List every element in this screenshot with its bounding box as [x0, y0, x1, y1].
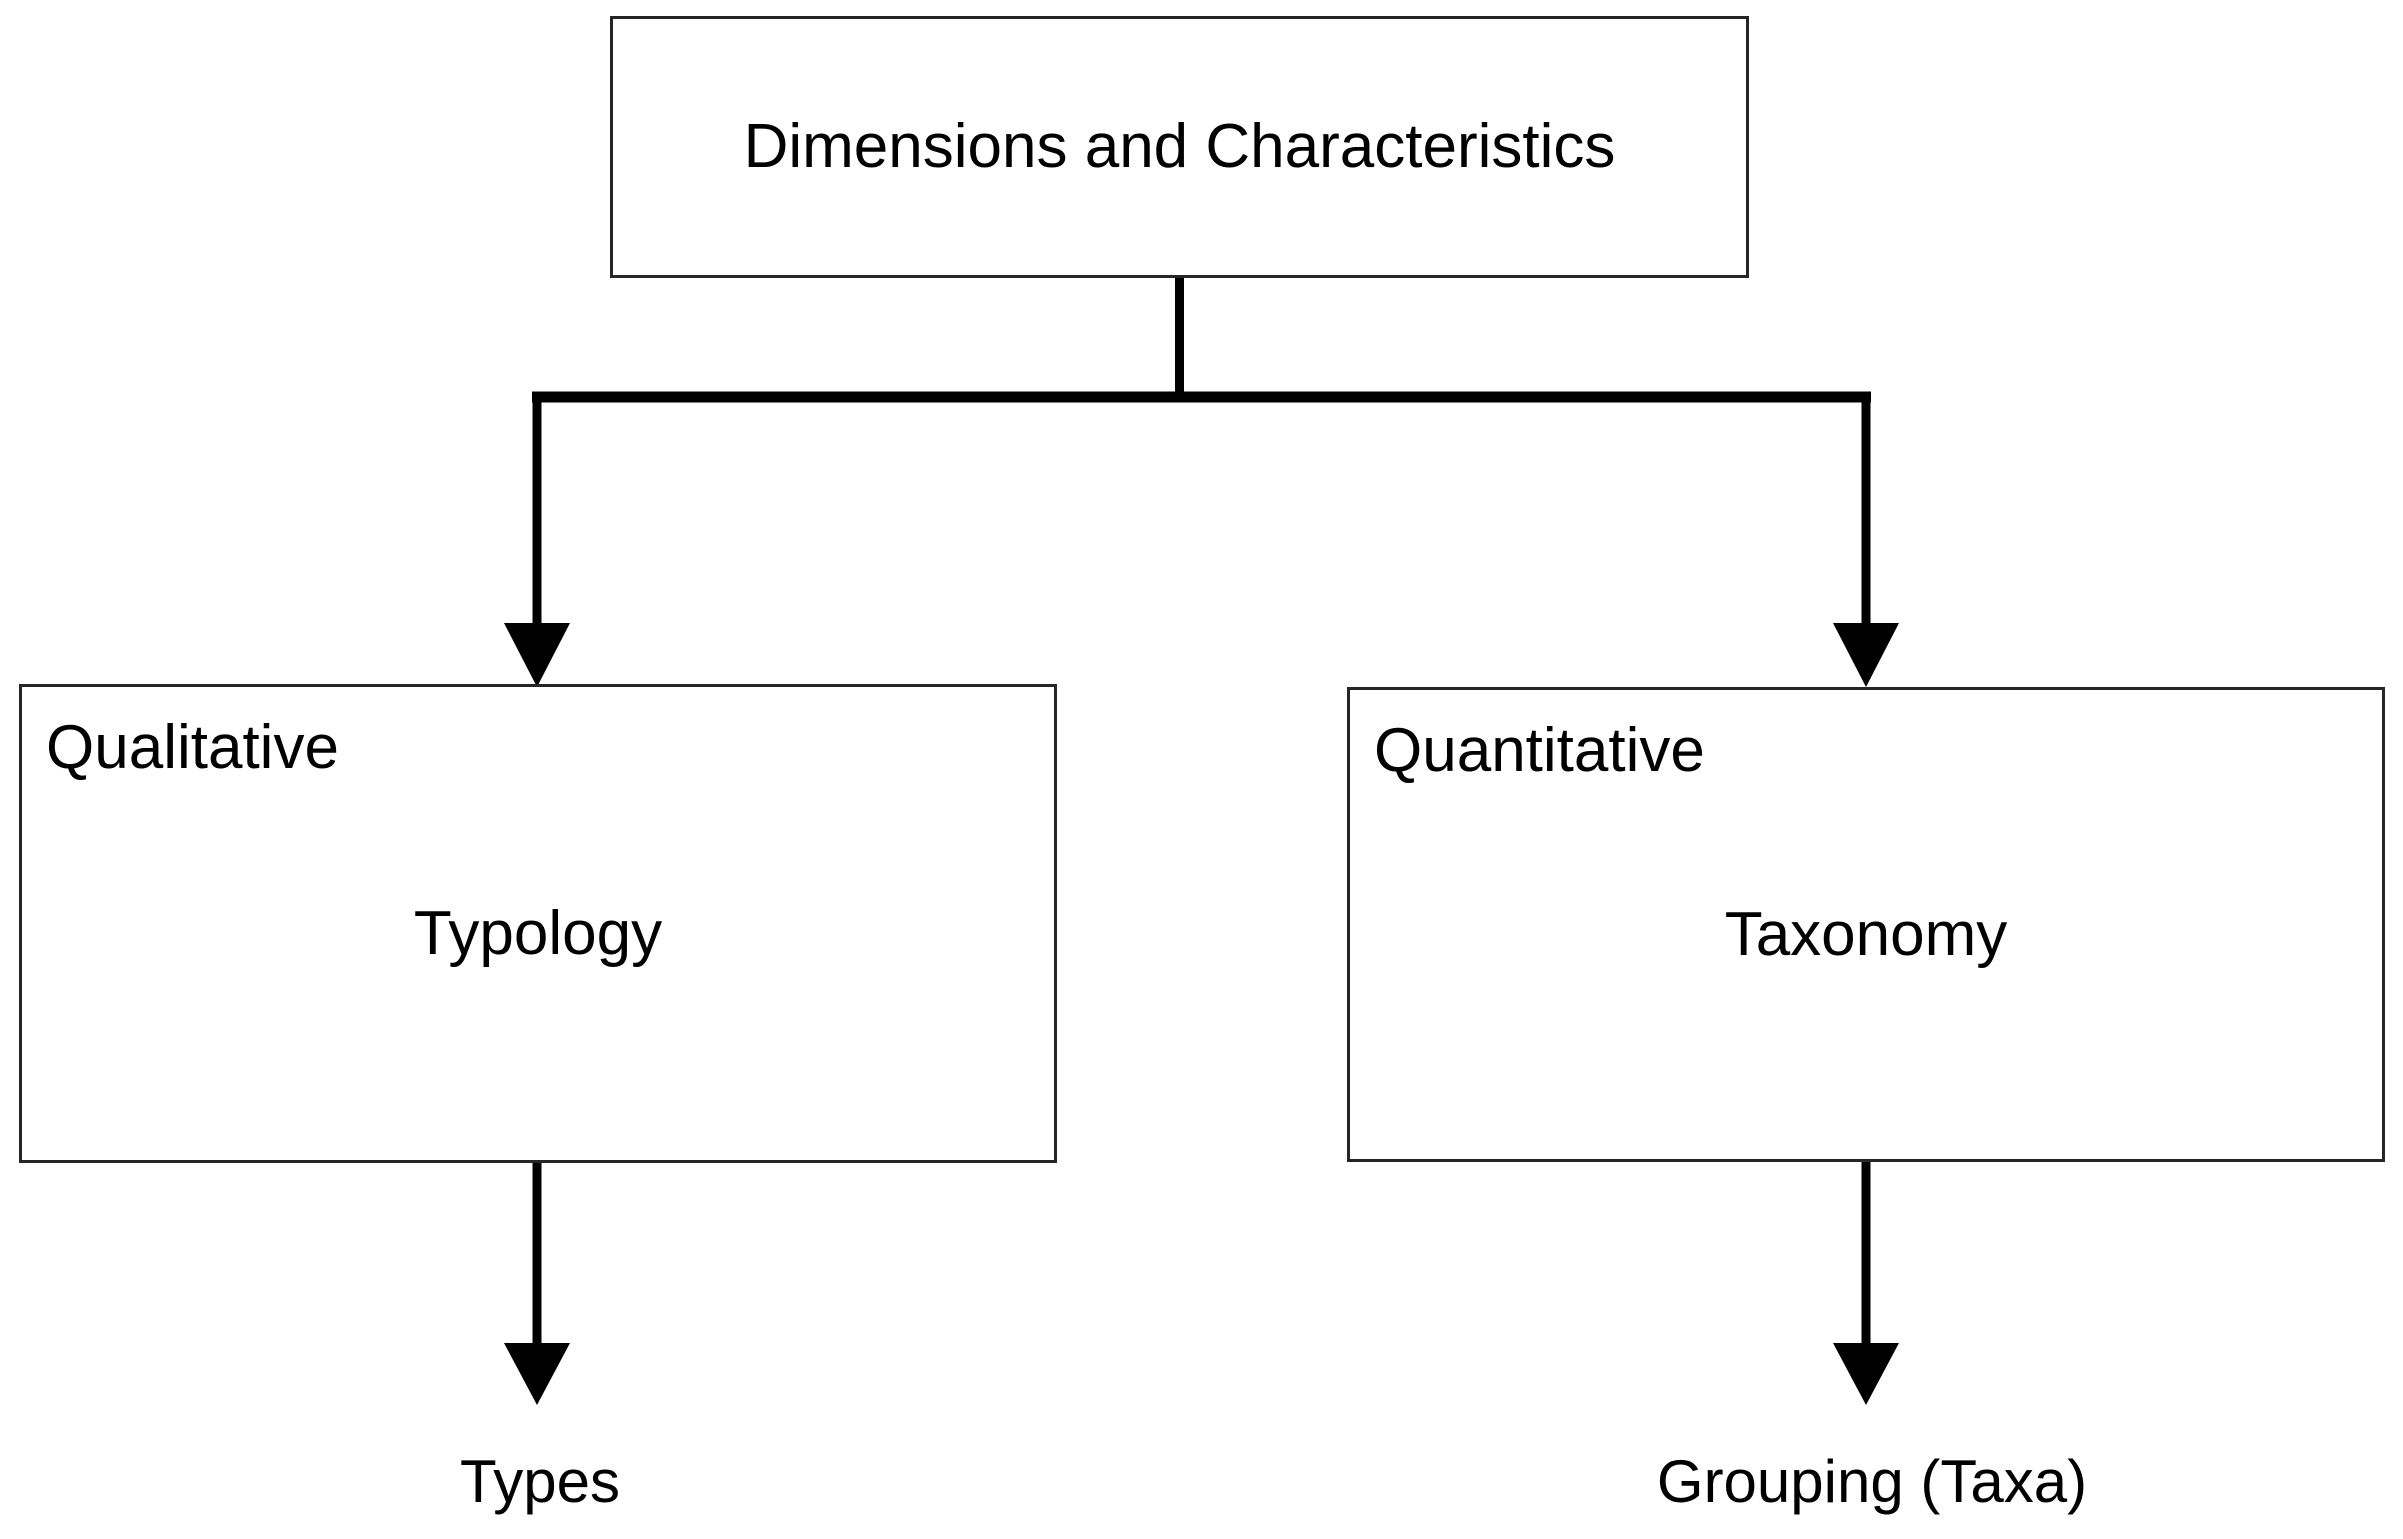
types-result-label: Types	[459, 1448, 621, 1515]
arrowhead-types	[504, 1343, 570, 1405]
typology-approach-label: Typology	[413, 898, 663, 968]
grouping-taxa-result-label: Grouping (Taxa)	[1656, 1448, 2088, 1515]
node-qualitative-typology: Qualitative Typology	[19, 684, 1057, 1163]
root-node-label: Dimensions and Characteristics	[743, 111, 1616, 181]
qualitative-dimension-label: Qualitative	[46, 713, 339, 782]
arrowhead-left-branch	[504, 623, 570, 687]
quantitative-dimension-label: Quantitative	[1374, 716, 1705, 785]
node-quantitative-taxonomy: Quantitative Taxonomy	[1347, 687, 2385, 1162]
node-dimensions-and-characteristics: Dimensions and Characteristics	[610, 16, 1749, 278]
arrowhead-grouping	[1833, 1343, 1899, 1405]
taxonomy-approach-label: Taxonomy	[1724, 899, 2008, 969]
arrowhead-right-branch	[1833, 623, 1899, 687]
